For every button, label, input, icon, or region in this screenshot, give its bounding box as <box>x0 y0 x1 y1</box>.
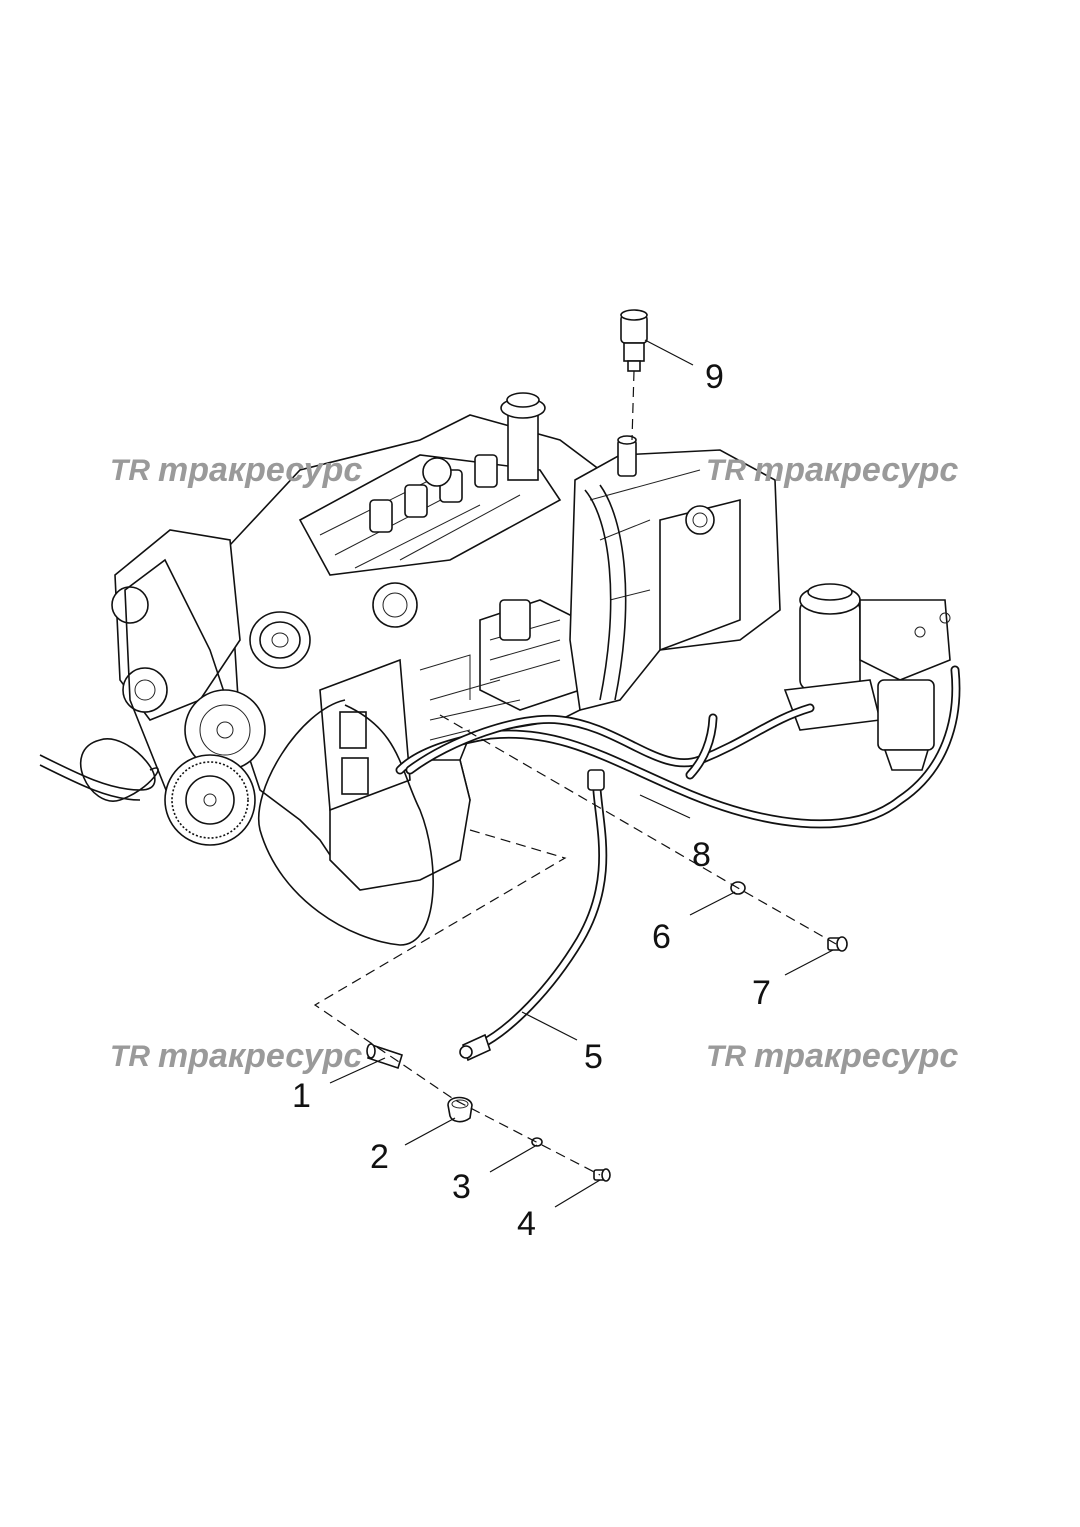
callout-4: 4 <box>517 1205 536 1243</box>
vibration-damper <box>164 754 256 846</box>
watermark: TR тракресурс <box>706 451 958 489</box>
watermark-logo: TR <box>706 454 746 487</box>
callout-7: 7 <box>752 974 771 1012</box>
callout-labels: 1 2 3 4 5 6 7 8 9 <box>292 358 771 1243</box>
watermark-text: тракресурс <box>754 1037 958 1075</box>
fitting-part-1 <box>366 1043 403 1070</box>
watermark-text: тракресурс <box>158 1037 362 1075</box>
transmission-assembly <box>569 435 781 711</box>
watermark-text: тракресурс <box>158 451 362 489</box>
callout-8: 8 <box>692 836 711 874</box>
oil-filler <box>500 392 546 481</box>
watermark-logo: TR <box>110 454 150 487</box>
callout-6: 6 <box>652 918 671 956</box>
hoses <box>257 665 961 1062</box>
watermark-logo: TR <box>706 1040 746 1073</box>
callout-2: 2 <box>370 1138 389 1176</box>
watermarks: TR тракресурс TR тракресурс TR тракресур… <box>110 451 958 1075</box>
watermark-logo: TR <box>110 1040 150 1073</box>
bolt-part-7 <box>827 936 848 952</box>
watermark: TR тракресурс <box>110 1037 362 1075</box>
fuel-filter-assembly <box>783 583 951 771</box>
injectors <box>369 454 498 533</box>
engine-assembly <box>229 392 621 891</box>
sensor-installed <box>617 435 637 477</box>
watermark-text: тракресурс <box>754 451 958 489</box>
leader-lines <box>329 339 834 1208</box>
front-accessory-drive <box>39 529 266 846</box>
bolt-part-4 <box>593 1168 611 1182</box>
ac-compressor <box>249 611 311 669</box>
ecu-module <box>319 658 411 812</box>
hose-part-5 <box>459 769 608 1062</box>
callout-5: 5 <box>584 1038 603 1076</box>
sensor-part-9 <box>620 309 648 372</box>
callout-9: 9 <box>705 358 724 396</box>
clip-part-2 <box>447 1096 473 1123</box>
watermark: TR тракресурс <box>706 1037 958 1075</box>
watermark: TR тракресурс <box>110 451 362 489</box>
washer-part-3 <box>531 1137 543 1147</box>
callout-3: 3 <box>452 1168 471 1206</box>
callout-1: 1 <box>292 1077 311 1115</box>
assembly-lines <box>313 370 837 1176</box>
